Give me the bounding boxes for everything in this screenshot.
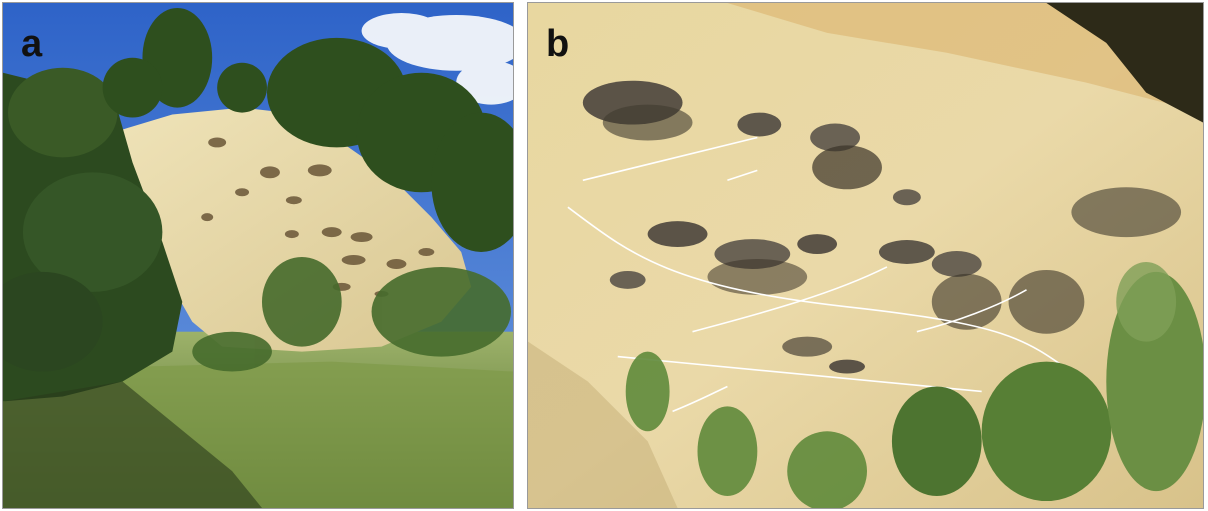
top-trees <box>102 7 513 252</box>
outcrop-photo-b <box>528 3 1203 508</box>
weathered-band <box>727 3 1203 113</box>
outcrop-photo-a <box>3 3 513 508</box>
panel-label-a: a <box>21 23 43 65</box>
foreground-plants <box>625 261 1203 508</box>
traced-bedding-lines <box>567 136 1097 413</box>
foot-bushes <box>192 256 512 372</box>
top-right-vegetation <box>1046 3 1203 123</box>
concretions <box>201 137 435 297</box>
panel-label-b: b <box>546 23 570 65</box>
clouds <box>361 12 513 105</box>
panel-b-photo: b <box>527 2 1204 509</box>
left-vegetation <box>3 67 183 402</box>
concretion-blocks <box>582 80 1182 374</box>
panel-a-photo: a <box>2 2 514 509</box>
